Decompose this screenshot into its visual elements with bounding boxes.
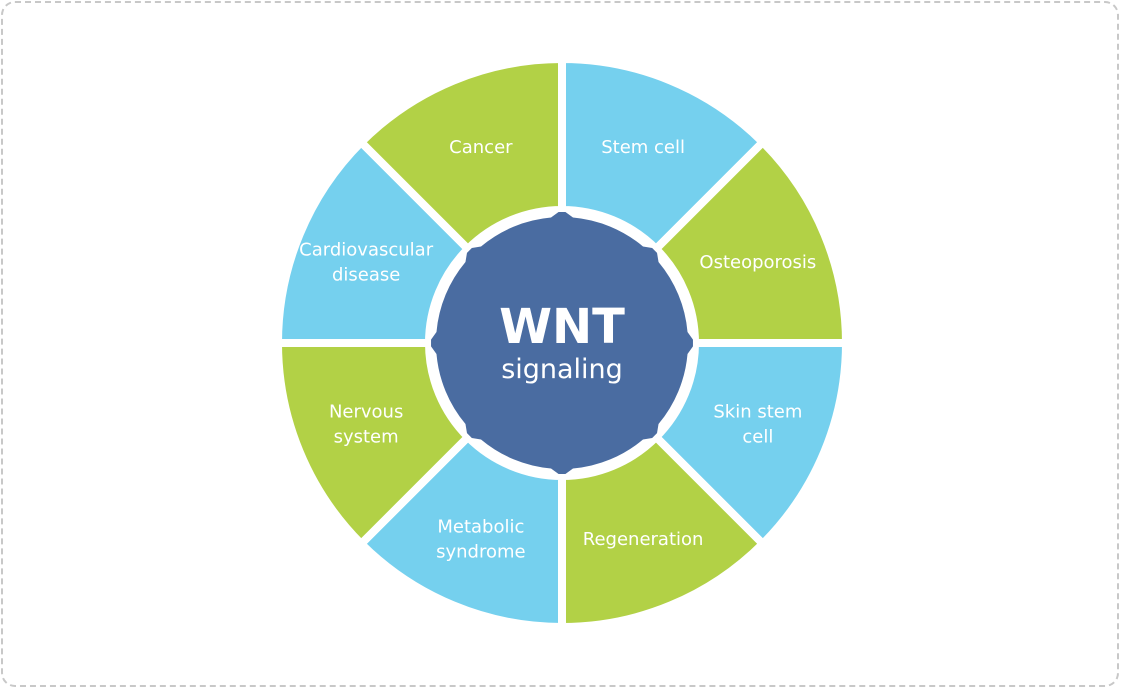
segment-label-line: Skin stem	[713, 402, 802, 423]
segment-label-line: syndrome	[436, 541, 526, 562]
segment-label-line: Stem cell	[601, 137, 685, 158]
segment-label-line: Cardiovascular	[299, 239, 434, 260]
segment-label: Cardiovascular disease	[299, 239, 434, 285]
segment-label: Skin stem cell	[713, 402, 802, 448]
segment-label-line: Regeneration	[583, 529, 704, 550]
center-hub: WNT signaling	[431, 212, 693, 474]
segment-label-line: Metabolic	[437, 516, 524, 537]
segment-label-line: system	[334, 427, 399, 448]
segment-label: Metabolic syndrome	[436, 516, 526, 562]
segment-label: Osteoporosis	[699, 252, 816, 273]
segment-label: Nervous system	[329, 402, 403, 448]
center-title: WNT	[499, 299, 625, 355]
segment-label-line: Nervous	[329, 402, 403, 423]
segment-label-line: disease	[332, 264, 400, 285]
segment-label: Stem cell	[601, 137, 685, 158]
hub-gear	[431, 212, 693, 474]
center-subtitle: signaling	[501, 354, 623, 385]
segment-label-line: cell	[742, 427, 773, 448]
segment-label-line: Cancer	[449, 137, 513, 158]
segment-label-line: Osteoporosis	[699, 252, 816, 273]
segment-label: Regeneration	[583, 529, 704, 550]
segment-label: Cancer	[449, 137, 513, 158]
